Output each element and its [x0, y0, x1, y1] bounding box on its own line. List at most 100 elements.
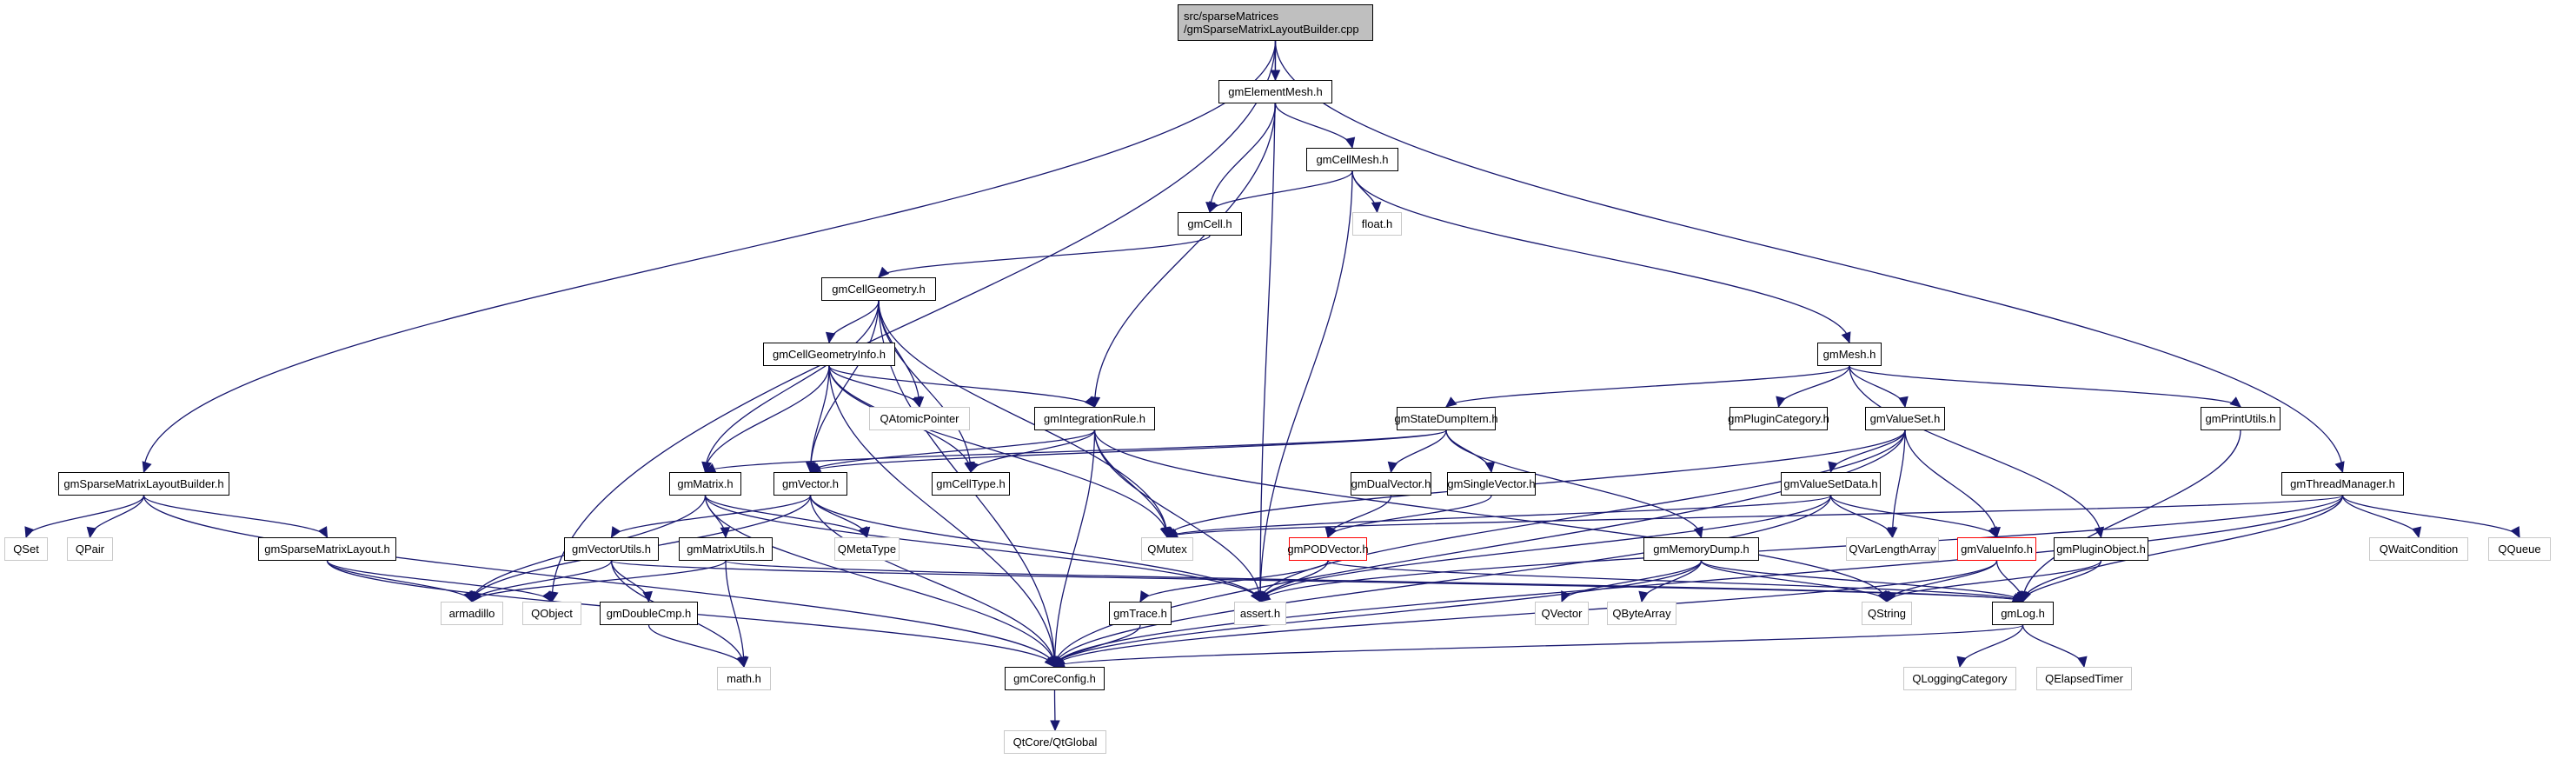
node-float[interactable]: float.h: [1352, 212, 1402, 236]
node-gm-plugin-category[interactable]: gmPluginCategory.h: [1728, 407, 1829, 430]
node-label: QAtomicPointer: [880, 412, 959, 425]
edge-gmVector-to-gmCoreConfig: [809, 495, 1056, 668]
node-label: gmMatrixUtils.h: [687, 543, 765, 556]
arrowhead-gmVector-to-QMetaType: [860, 526, 871, 539]
node-label-line: src/sparseMatrices: [1184, 10, 1279, 23]
arrowhead-gmStateDumpItem-to-gmSingleVector: [1484, 461, 1496, 474]
edges-layer: [24, 40, 2520, 732]
node-gm-print-utils[interactable]: gmPrintUtils.h: [2201, 407, 2281, 430]
node-label: gmSingleVector.h: [1447, 477, 1536, 490]
edge-gmCellGeometryInfo-to-gmMatrix: [704, 365, 830, 473]
edge-root-to-gmSparseMatrixLayoutBuilder: [143, 40, 1277, 473]
edge-gmCellGeometryInfo-to-gmVector: [809, 365, 830, 473]
node-gm-cell-mesh[interactable]: gmCellMesh.h: [1306, 148, 1398, 171]
node-qobject[interactable]: QObject: [522, 602, 581, 625]
node-gm-vector[interactable]: gmVector.h: [773, 472, 847, 496]
edge-gmLog-to-gmCoreConfig: [1053, 624, 2024, 668]
node-qatomic-pointer[interactable]: QAtomicPointer: [869, 407, 970, 430]
node-qvar-length-array[interactable]: QVarLengthArray: [1846, 537, 1939, 561]
edge-gmThreadManager-to-QQueue: [2341, 495, 2520, 538]
node-qqueue[interactable]: QQueue: [2488, 537, 2551, 561]
arrowhead-root-to-gmThreadManager: [2334, 461, 2345, 474]
node-label: assert.h: [1239, 607, 1281, 620]
node-qmeta-type[interactable]: QMetaType: [834, 537, 900, 561]
node-gm-element-mesh[interactable]: gmElementMesh.h: [1218, 80, 1332, 103]
arrowhead-gmLog-to-QLoggingCategory: [1956, 656, 1967, 669]
node-label: QQueue: [2498, 543, 2541, 556]
node-qmutex[interactable]: QMutex: [1141, 537, 1193, 561]
node-label: gmTrace.h: [1113, 607, 1167, 620]
node-label: float.h: [1361, 217, 1393, 230]
node-gm-mesh[interactable]: gmMesh.h: [1817, 343, 1882, 366]
edge-gmValueSet-to-gmValueInfo: [1904, 429, 1998, 538]
node-label: QString: [1867, 607, 1907, 620]
node-gm-integration-rule[interactable]: gmIntegrationRule.h: [1034, 407, 1155, 430]
node-label: QSet: [13, 543, 39, 556]
node-label: QByteArray: [1612, 607, 1671, 620]
node-gm-plugin-object[interactable]: gmPluginObject.h: [2054, 537, 2148, 561]
node-qelapsed-timer[interactable]: QElapsedTimer: [2036, 667, 2132, 690]
node-gm-value-set[interactable]: gmValueSet.h: [1865, 407, 1945, 430]
edge-gmSparseMatrixLayoutBuilder-to-QPair: [89, 495, 145, 538]
edge-gmValueSet-to-assert: [1259, 429, 1906, 603]
node-qpair[interactable]: QPair: [67, 537, 113, 561]
arrowhead-gmVector-to-gmVectorUtils: [610, 526, 621, 539]
arrowhead-gmCellMesh-to-gmMesh: [1841, 331, 1851, 344]
node-label: gmMesh.h: [1822, 348, 1876, 361]
node-label: gmCellType.h: [936, 477, 1006, 490]
node-gm-single-vector[interactable]: gmSingleVector.h: [1447, 472, 1536, 496]
node-gm-log[interactable]: gmLog.h: [1992, 602, 2054, 625]
edge-gmIntegrationRule-to-QString: [1093, 429, 1888, 603]
node-gm-trace[interactable]: gmTrace.h: [1109, 602, 1172, 625]
arrowhead-gmStateDumpItem-to-gmMemoryDump: [1693, 526, 1703, 539]
arrowhead-gmStateDumpItem-to-gmVector: [809, 463, 822, 473]
node-label: gmValueInfo.h: [1961, 543, 2033, 556]
node-gm-vector-utils[interactable]: gmVectorUtils.h: [564, 537, 659, 561]
edge-gmMesh-to-gmPluginCategory: [1777, 365, 1850, 408]
node-gm-dual-vector[interactable]: gmDualVector.h: [1351, 472, 1431, 496]
node-gm-matrix[interactable]: gmMatrix.h: [669, 472, 741, 496]
node-qvector[interactable]: QVector: [1535, 602, 1589, 625]
node-gm-double-cmp[interactable]: gmDoubleCmp.h: [600, 602, 698, 625]
node-label: QElapsedTimer: [2045, 672, 2123, 685]
node-qstring[interactable]: QString: [1862, 602, 1912, 625]
node-qwait-condition[interactable]: QWaitCondition: [2369, 537, 2468, 561]
node-gm-cell-type[interactable]: gmCellType.h: [932, 472, 1010, 496]
arrowhead-gmIntegrationRule-to-gmCellType: [969, 461, 979, 474]
node-gm-sparse-matrix-layout[interactable]: gmSparseMatrixLayout.h: [258, 537, 396, 561]
node-math[interactable]: math.h: [717, 667, 771, 690]
node-qt-global[interactable]: QtCore/QtGlobal: [1004, 730, 1106, 754]
node-armadillo[interactable]: armadillo: [441, 602, 503, 625]
node-label: gmCellGeometryInfo.h: [772, 348, 886, 361]
arrowhead-gmThreadManager-to-QQueue: [2510, 526, 2520, 539]
arrowhead-gmThreadManager-to-QWaitCondition: [2411, 526, 2422, 539]
node-gm-core-config[interactable]: gmCoreConfig.h: [1005, 667, 1105, 690]
node-gm-cell[interactable]: gmCell.h: [1178, 212, 1242, 236]
edge-gmMatrix-to-gmCoreConfig: [704, 495, 1056, 668]
node-gm-matrix-utils[interactable]: gmMatrixUtils.h: [679, 537, 773, 561]
edge-gmValueSetData-to-gmCoreConfig: [1053, 495, 1832, 668]
edge-gmElementMesh-to-gmCell: [1209, 103, 1277, 213]
node-root[interactable]: src/sparseMatrices/gmSparseMatrixLayoutB…: [1178, 4, 1373, 41]
node-gm-thread-manager[interactable]: gmThreadManager.h: [2281, 472, 2404, 496]
node-gm-cell-geometry-info[interactable]: gmCellGeometryInfo.h: [763, 343, 895, 366]
edge-gmCellMesh-to-gmMesh: [1351, 170, 1850, 343]
node-gm-memory-dump[interactable]: gmMemoryDump.h: [1643, 537, 1759, 561]
node-qset[interactable]: QSet: [4, 537, 48, 561]
node-assert[interactable]: assert.h: [1234, 602, 1286, 625]
node-gm-state-dump-item[interactable]: gmStateDumpItem.h: [1394, 407, 1498, 430]
node-label: gmLog.h: [2001, 607, 2045, 620]
arrowhead-gmMemoryDump-to-QByteArray: [1638, 590, 1649, 603]
edge-gmIntegrationRule-to-QMutex: [1093, 429, 1168, 538]
node-label: QVector: [1541, 607, 1583, 620]
edge-root-to-gmThreadManager: [1274, 40, 2344, 473]
arrowhead-gmCellMesh-to-float: [1371, 202, 1382, 214]
node-gm-cell-geometry[interactable]: gmCellGeometry.h: [821, 277, 936, 301]
node-qlogging-category[interactable]: QLoggingCategory: [1903, 667, 2016, 690]
arrowhead-gmSparseMatrixLayoutBuilder-to-QPair: [86, 526, 97, 539]
node-gm-sparse-matrix-layout-builder[interactable]: gmSparseMatrixLayoutBuilder.h: [58, 472, 229, 496]
node-qbyte-array[interactable]: QByteArray: [1607, 602, 1676, 625]
node-gm-value-set-data[interactable]: gmValueSetData.h: [1781, 472, 1881, 496]
node-gm-podvector[interactable]: gmPODVector.h: [1287, 537, 1369, 561]
node-gm-value-info[interactable]: gmValueInfo.h: [1957, 537, 2036, 561]
